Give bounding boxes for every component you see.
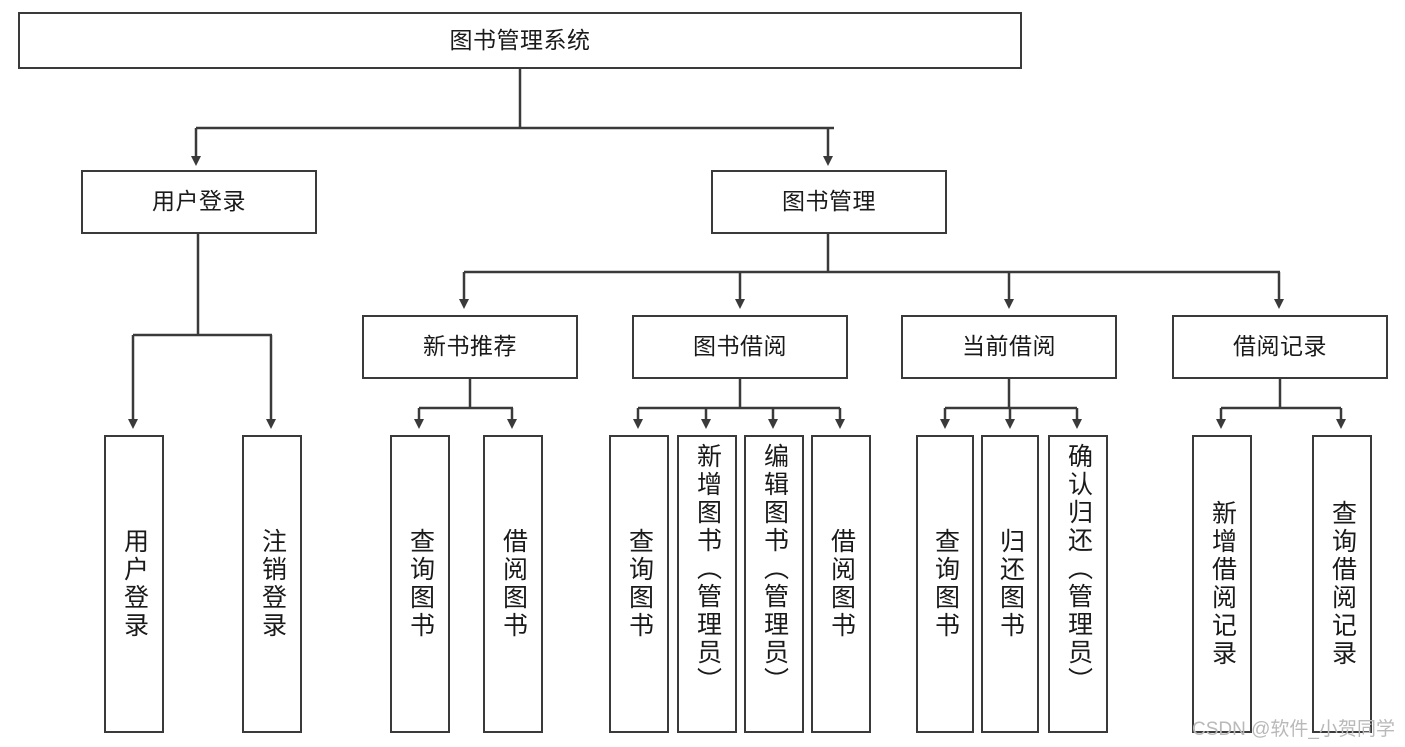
leaf-borrow-add-book[interactable]: 新增图书（管理员） (677, 435, 737, 733)
node-borrow-record[interactable]: 借阅记录 (1172, 315, 1388, 379)
leaf-user-login-signin[interactable]: 用户登录 (104, 435, 164, 733)
leaf-user-login-signout[interactable]: 注销登录 (242, 435, 302, 733)
leaf-record-add-label: 新增借阅记录 (1208, 500, 1237, 668)
node-book-management[interactable]: 图书管理 (711, 170, 947, 234)
node-book-borrow-label: 图书借阅 (693, 333, 787, 360)
node-root-label: 图书管理系统 (449, 26, 591, 53)
leaf-current-return-book[interactable]: 归还图书 (981, 435, 1039, 733)
leaf-user-login-signin-label: 用户登录 (120, 528, 149, 640)
leaf-current-query-book-label: 查询图书 (931, 528, 960, 640)
leaf-borrow-borrow-book-label: 借阅图书 (827, 528, 856, 640)
node-current-borrow[interactable]: 当前借阅 (901, 315, 1117, 379)
leaf-new-book-borrow-label: 借阅图书 (499, 528, 528, 640)
leaf-current-return-book-label: 归还图书 (996, 528, 1025, 640)
leaf-record-add[interactable]: 新增借阅记录 (1192, 435, 1252, 733)
node-book-management-label: 图书管理 (782, 188, 876, 215)
node-new-book-recommend-label: 新书推荐 (423, 333, 517, 360)
leaf-user-login-signout-label: 注销登录 (258, 528, 287, 640)
leaf-borrow-borrow-book[interactable]: 借阅图书 (811, 435, 871, 733)
leaf-borrow-edit-book-label: 编辑图书（管理员） (760, 443, 789, 695)
leaf-borrow-add-book-label: 新增图书（管理员） (693, 443, 722, 695)
leaf-current-confirm-return[interactable]: 确认归还（管理员） (1048, 435, 1108, 733)
leaf-borrow-edit-book[interactable]: 编辑图书（管理员） (744, 435, 804, 733)
leaf-new-book-query-label: 查询图书 (406, 528, 435, 640)
node-user-login[interactable]: 用户登录 (81, 170, 317, 234)
leaf-new-book-borrow[interactable]: 借阅图书 (483, 435, 543, 733)
node-root[interactable]: 图书管理系统 (18, 12, 1022, 69)
leaf-new-book-query[interactable]: 查询图书 (390, 435, 450, 733)
leaf-current-confirm-return-label: 确认归还（管理员） (1064, 443, 1093, 695)
leaf-current-query-book[interactable]: 查询图书 (916, 435, 974, 733)
csdn-watermark: CSDN @软件_小贺同学 (1192, 719, 1395, 740)
leaf-record-query[interactable]: 查询借阅记录 (1312, 435, 1372, 733)
node-book-borrow[interactable]: 图书借阅 (632, 315, 848, 379)
leaf-record-query-label: 查询借阅记录 (1328, 500, 1357, 668)
node-user-login-label: 用户登录 (152, 188, 246, 215)
node-current-borrow-label: 当前借阅 (962, 333, 1056, 360)
node-borrow-record-label: 借阅记录 (1233, 333, 1327, 360)
leaf-borrow-query-book-label: 查询图书 (625, 528, 654, 640)
node-new-book-recommend[interactable]: 新书推荐 (362, 315, 578, 379)
leaf-borrow-query-book[interactable]: 查询图书 (609, 435, 669, 733)
